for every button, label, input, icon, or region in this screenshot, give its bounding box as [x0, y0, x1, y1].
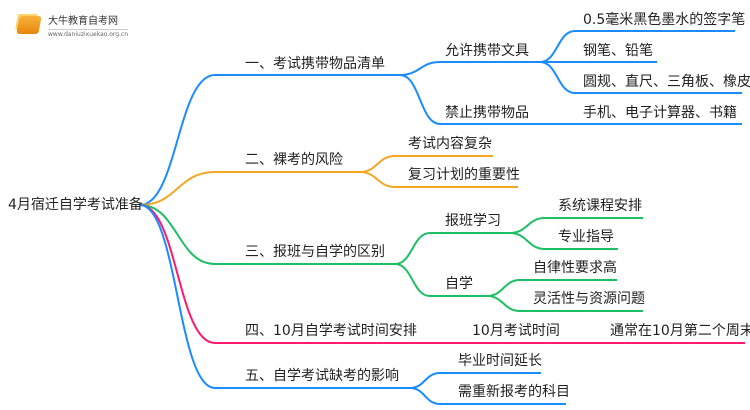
- edge-line: [139, 171, 360, 206]
- edge-line: [399, 74, 742, 125]
- branch-4[interactable]: 四、10月自学考试时间安排: [245, 323, 417, 339]
- edge-line: [509, 232, 618, 250]
- leaf-node[interactable]: 手机、电子计算器、书籍: [583, 105, 737, 121]
- branch-1[interactable]: 一、考试携带物品清单: [245, 56, 385, 72]
- logo-url: www.daniuzixuekao.org.cn: [48, 29, 129, 38]
- logo-name: 大牛教育自考网: [48, 16, 118, 27]
- edge-line: [139, 204, 745, 344]
- branch-3[interactable]: 三、报班与自学的区别: [245, 244, 385, 260]
- branch-5[interactable]: 五、自学考试缺考的影响: [245, 368, 399, 384]
- leaf-node[interactable]: 0.5毫米黑色墨水的签字笔: [583, 12, 746, 28]
- leaf-node[interactable]: 毕业时间延长: [458, 353, 542, 369]
- edge-line: [359, 155, 493, 173]
- root-node[interactable]: 4月宿迁自学考试准备: [8, 197, 143, 213]
- leaf-node[interactable]: 考试内容复杂: [408, 136, 492, 152]
- edge-line: [394, 263, 487, 297]
- leaf-node[interactable]: 需重新报考的科目: [458, 384, 570, 400]
- branch-1-forbidden[interactable]: 禁止携带物品: [445, 105, 529, 121]
- edge-line: [139, 74, 400, 206]
- branch-2[interactable]: 二、裸考的风险: [245, 152, 343, 168]
- edge-line: [139, 204, 395, 265]
- edge-line: [539, 30, 735, 63]
- branch-1-allowed[interactable]: 允许携带文具: [445, 43, 529, 59]
- edge-line: [409, 387, 566, 405]
- branch-4-time[interactable]: 10月考试时间: [472, 323, 560, 339]
- edge-line: [359, 171, 518, 188]
- edge-line: [539, 61, 742, 94]
- edge-line: [139, 204, 410, 389]
- branch-3-class[interactable]: 报班学习: [445, 213, 501, 229]
- leaf-node[interactable]: 专业指导: [558, 229, 614, 245]
- leaf-node[interactable]: 钢笔、铅笔: [583, 43, 653, 59]
- leaf-node[interactable]: 灵活性与资源问题: [533, 291, 645, 307]
- book-icon: [16, 16, 42, 34]
- leaf-node[interactable]: 圆规、直尺、三角板、橡皮: [583, 74, 750, 90]
- branch-3-self[interactable]: 自学: [445, 276, 473, 292]
- leaf-node[interactable]: 复习计划的重要性: [408, 167, 520, 183]
- edge-line: [399, 61, 540, 76]
- leaf-node[interactable]: 通常在10月第二个周末: [610, 323, 750, 339]
- edge-line: [394, 232, 510, 265]
- logo: 大牛教育自考网 www.daniuzixuekao.org.cn: [16, 12, 129, 38]
- leaf-node[interactable]: 系统课程安排: [558, 198, 642, 214]
- edge-line: [486, 295, 643, 312]
- leaf-node[interactable]: 自律性要求高: [533, 260, 617, 276]
